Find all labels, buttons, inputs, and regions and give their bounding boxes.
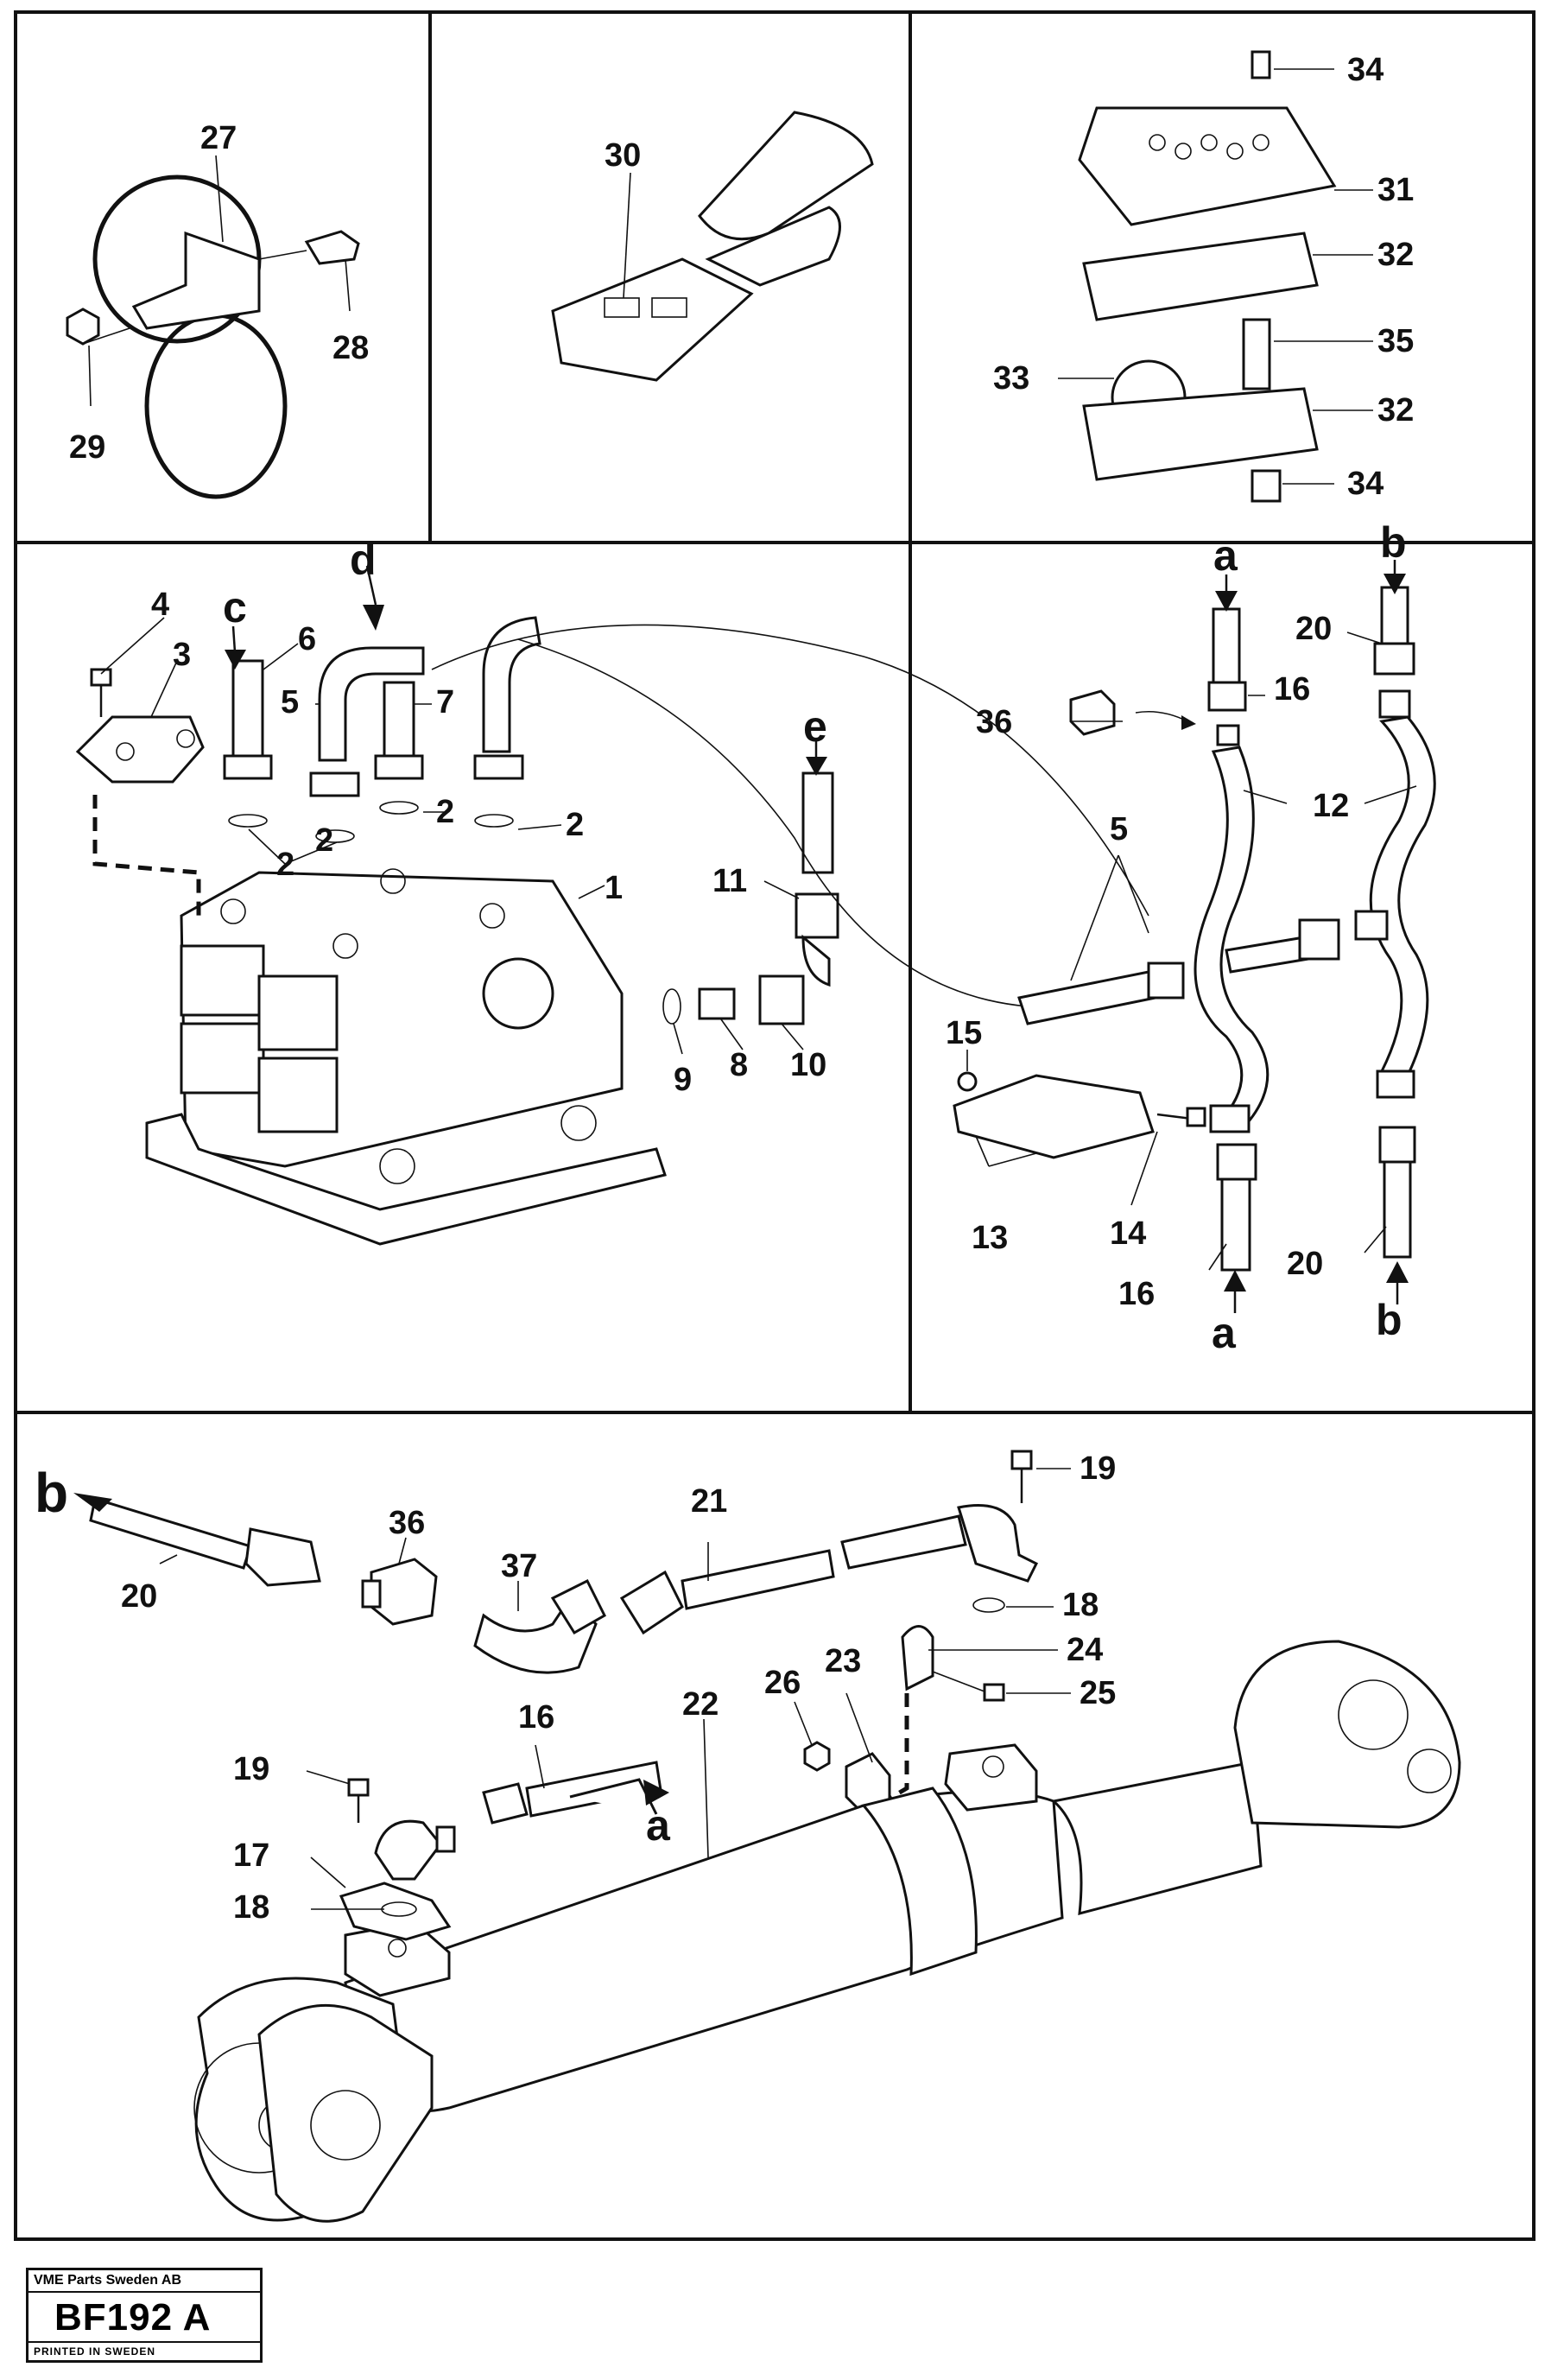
callout-16-bottom: 16 (1118, 1276, 1155, 1312)
callout-5-valve: 5 (281, 684, 299, 720)
callout-4: 4 (151, 587, 169, 623)
connection-c: c (223, 583, 247, 631)
connection-b-top: b (1380, 518, 1407, 567)
callout-6: 6 (298, 621, 316, 657)
callout-37: 37 (501, 1548, 537, 1584)
connection-d: d (350, 536, 377, 584)
callout-20-top: 20 (1295, 611, 1332, 647)
callout-29: 29 (69, 429, 105, 466)
leaders-cylinder (159, 1468, 1071, 1910)
callout-16-top: 16 (1274, 671, 1310, 708)
callout-16-cyl: 16 (518, 1699, 554, 1736)
callout-21: 21 (691, 1483, 727, 1520)
callout-20-bottom: 20 (1287, 1246, 1323, 1282)
callout-34-bottom: 34 (1347, 466, 1384, 502)
callout-23: 23 (825, 1643, 861, 1679)
stamp-drawing-code: BF192 A (28, 2293, 260, 2343)
callout-2-d: 2 (315, 822, 333, 859)
callout-27: 27 (200, 120, 237, 156)
panel-clamp-block-31 (1078, 50, 1337, 503)
callout-24: 24 (1067, 1632, 1103, 1668)
stamp-printed: PRINTED IN SWEDEN (34, 2345, 156, 2358)
callout-32-bottom: 32 (1377, 392, 1414, 428)
callout-30: 30 (605, 137, 641, 174)
callout-2-b: 2 (566, 807, 584, 843)
callout-33: 33 (993, 360, 1029, 397)
panel-control-valve (75, 565, 1149, 1246)
callout-13: 13 (972, 1220, 1008, 1256)
connection-a-bottom: a (1212, 1309, 1237, 1357)
callout-26: 26 (764, 1665, 801, 1701)
connection-a-cyl: a (646, 1801, 671, 1850)
callout-35: 35 (1377, 323, 1414, 359)
callout-31: 31 (1377, 172, 1414, 208)
leaders-valve (100, 617, 804, 1055)
callout-19-lower: 19 (233, 1751, 269, 1787)
panel-hoses-12 (953, 560, 1436, 1313)
callout-1: 1 (605, 870, 623, 906)
connection-b-bottom: b (1376, 1296, 1403, 1344)
callout-5-hoses: 5 (1110, 811, 1128, 847)
callout-22: 22 (682, 1686, 719, 1723)
callout-10: 10 (790, 1047, 826, 1083)
callout-19-top: 19 (1080, 1450, 1116, 1487)
callout-17: 17 (233, 1837, 269, 1874)
callout-28: 28 (332, 330, 369, 366)
callout-32-top: 32 (1377, 237, 1414, 273)
callout-36-cyl: 36 (389, 1505, 425, 1541)
panel-clamp-27 (66, 175, 360, 499)
callout-8: 8 (730, 1047, 748, 1083)
callout-7: 7 (436, 684, 454, 720)
callout-15: 15 (946, 1015, 982, 1051)
drawing-stamp: VME Parts Sweden AB BF192 A PRINTED IN S… (26, 2268, 263, 2363)
callout-25: 25 (1080, 1675, 1116, 1711)
callout-18-top: 18 (1062, 1587, 1099, 1623)
connection-b-left: b (35, 1462, 68, 1524)
leaders-hoses (966, 631, 1417, 1271)
callout-20-cyl: 20 (121, 1578, 157, 1615)
callout-34-top: 34 (1347, 52, 1384, 88)
panel-cylinder (73, 1450, 1461, 2223)
panel-frames (14, 10, 1536, 2241)
callout-3: 3 (173, 637, 191, 673)
callout-2-c: 2 (276, 847, 294, 883)
panel-strap-30 (551, 111, 874, 382)
callout-36-top: 36 (976, 704, 1012, 740)
stamp-company: VME Parts Sweden AB (28, 2270, 260, 2293)
callout-9: 9 (674, 1062, 692, 1098)
callout-2-a: 2 (436, 794, 454, 830)
callout-18-lower: 18 (233, 1889, 269, 1926)
callout-12: 12 (1313, 788, 1349, 824)
connection-a-top: a (1213, 531, 1238, 580)
connection-e: e (803, 702, 827, 751)
callout-14: 14 (1110, 1215, 1146, 1252)
callout-11: 11 (712, 863, 747, 899)
